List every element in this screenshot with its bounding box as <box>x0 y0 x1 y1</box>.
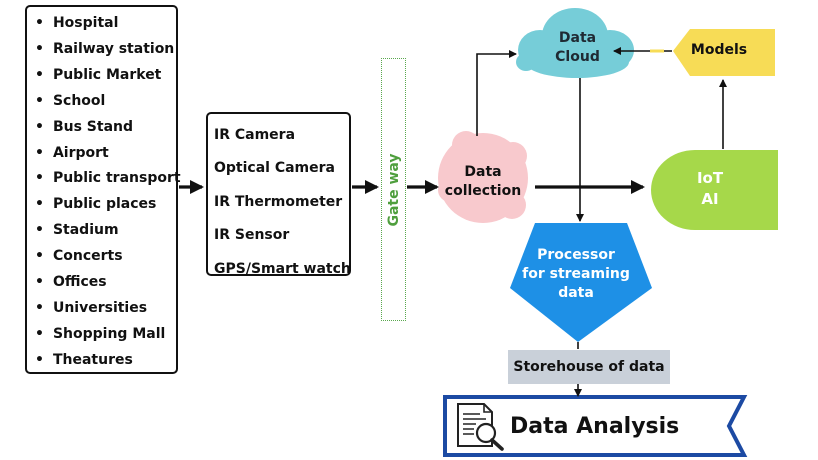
data-collection-label: Data collection <box>437 163 529 201</box>
data-cloud-shape <box>516 8 634 78</box>
location-item: Public Market <box>35 63 176 89</box>
location-item: Airport <box>35 141 176 167</box>
gateway-bar: Gate way <box>381 58 406 321</box>
document-search-icon <box>457 403 504 451</box>
models-shape <box>673 29 775 76</box>
location-item: Shopping Mall <box>35 322 176 348</box>
data-analysis-banner <box>443 395 748 457</box>
device-item: IR Camera <box>214 127 296 143</box>
data-cloud-label-line1: Data <box>558 30 597 46</box>
location-item: Stadium <box>35 218 176 244</box>
locations-box: HospitalRailway stationPublic MarketScho… <box>25 5 181 374</box>
location-item: Railway station <box>35 37 176 63</box>
data-cloud-label-line2: Cloud <box>555 49 600 65</box>
location-item: Theatures <box>35 348 176 374</box>
device-item: IR Sensor <box>214 227 290 244</box>
storehouse-label: Storehouse of data <box>513 359 665 375</box>
device-item: IR Thermometer <box>214 193 343 210</box>
device-item: GPS/Smart watch <box>214 260 351 277</box>
data-collection-label-line2: collection <box>444 183 522 199</box>
data-collection-label-line1: Data <box>464 164 502 180</box>
iot-ai-label-line2: AI <box>701 190 719 208</box>
device-item: Optical Camera <box>214 160 335 177</box>
gateway-label: Gate way <box>385 152 402 227</box>
location-item: Concerts <box>35 244 176 270</box>
storehouse-shape <box>508 350 670 384</box>
location-item: Bus Stand <box>35 115 176 141</box>
iot-ai-label-line1: IoT <box>696 169 724 187</box>
iot-ai-shape <box>651 150 778 230</box>
iot-ai-label: IoT AI <box>660 168 760 210</box>
location-item: Offices <box>35 270 176 296</box>
models-label: Models <box>690 42 748 58</box>
location-item: Public places <box>35 192 176 218</box>
data-collection-shape <box>438 131 528 223</box>
arrow-collection-to-cloud <box>476 50 517 136</box>
processor-label: Processor for streaming data <box>512 246 640 303</box>
location-item: Universities <box>35 296 176 322</box>
data-analysis-label: Data Analysis <box>510 414 680 439</box>
processor-label-line2: for streaming <box>522 266 630 282</box>
location-item: School <box>35 89 176 115</box>
location-item: Public transport <box>35 166 181 192</box>
processor-shape <box>510 223 652 342</box>
locations-list: HospitalRailway stationPublic MarketScho… <box>35 11 181 374</box>
processor-label-line1: Processor <box>537 247 615 263</box>
processor-label-line3: data <box>558 285 594 301</box>
data-cloud-label: Data Cloud <box>530 29 625 67</box>
location-item: Hospital <box>35 11 176 37</box>
